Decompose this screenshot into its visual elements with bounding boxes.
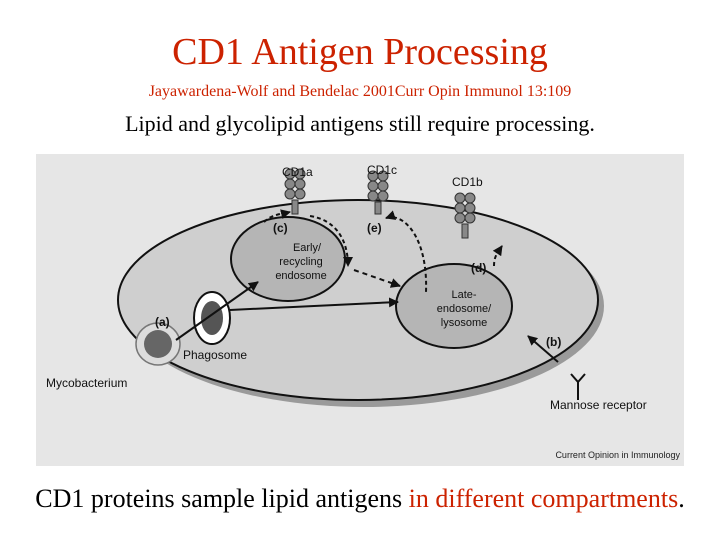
label-e: (e) [367,221,382,235]
arrow-b [527,335,559,363]
early-label-line1: Early/ [293,242,322,254]
phagosome-bacterium [201,301,223,335]
mycobacterium-cell [144,330,172,358]
cd1a-label: CD1a [282,165,313,179]
caption-text: CD1 proteins sample lipid antigens [35,484,409,513]
cell-membrane [117,199,599,401]
cd1c-label: CD1c [367,163,397,177]
slide-caption: CD1 proteins sample lipid antigens in di… [0,482,720,516]
arrow-d [492,245,503,267]
pathway-diagram: Early/ recycling endosome Late- endosome… [36,154,684,466]
arrow-early-to-late [353,269,401,288]
late-label-line1: Late- [451,289,476,301]
slide-citation: Jayawardena-Wolf and Bendelac 2001Curr O… [148,83,572,100]
phagosome-label: Phagosome [183,348,247,362]
label-a: (a) [155,315,170,329]
mannose-receptor [570,373,586,400]
cd1c-molecule [367,170,389,215]
label-d: (d) [471,261,486,275]
cd1-pathway-figure: Early/ recycling endosome Late- endosome… [36,154,684,466]
arrow-e [385,210,428,293]
cd1a-molecule [284,168,306,215]
arrow-c-up [263,209,291,223]
cd1b-molecule [454,192,476,239]
slide-subtitle: Lipid and glycolipid antigens still requ… [125,111,595,136]
mannose-receptor-label: Mannose receptor [550,398,647,412]
slide-title: CD1 Antigen Processing [172,31,548,73]
late-label-line3: lysosome [441,317,487,329]
late-label-line2: endosome/ [437,303,492,315]
cd1b-label: CD1b [452,175,483,189]
caption-highlight: in different compartments [408,484,679,513]
caption-period: . [678,484,685,513]
arrow-phagosome-to-early [175,281,259,341]
early-label-line2: recycling [279,256,322,268]
mycobacterium-label: Mycobacterium [46,376,127,390]
arrow-phagosome-to-late [229,297,399,311]
label-b: (b) [546,335,561,349]
figure-source: Current Opinion in Immunology [555,450,680,460]
early-label-line3: endosome [275,270,326,282]
label-c: (c) [273,221,288,235]
